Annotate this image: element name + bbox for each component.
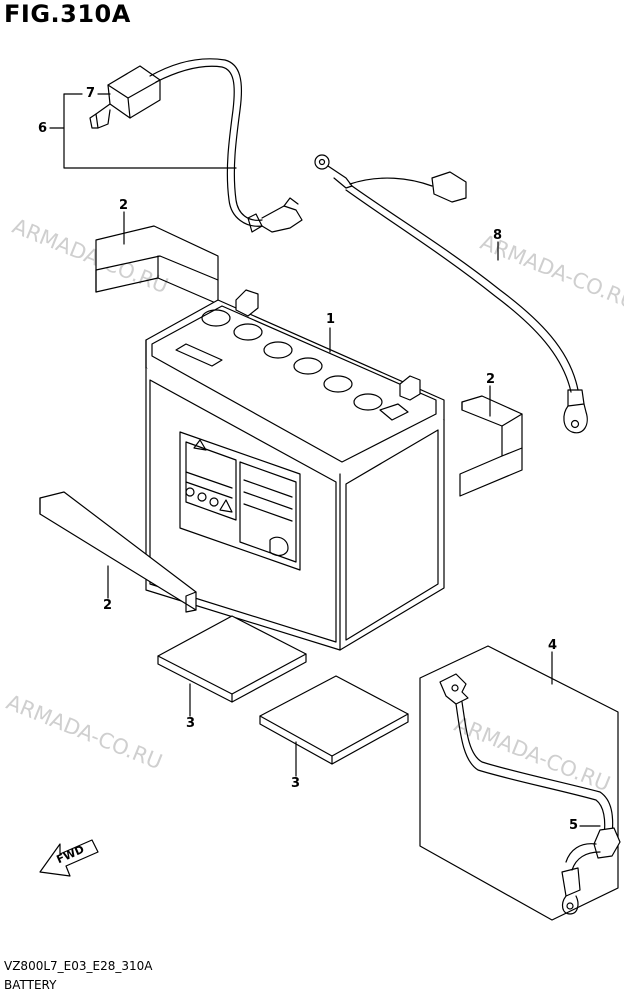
sheet-part-3-right bbox=[259, 675, 409, 765]
fwd-arrow-icon bbox=[39, 839, 99, 877]
negative-lead-part-4 bbox=[419, 645, 621, 921]
callout-number: 2 bbox=[119, 198, 129, 213]
sheet-part-3-left bbox=[157, 615, 307, 703]
pad-part-2-right bbox=[459, 395, 523, 497]
callout-number: 3 bbox=[291, 776, 301, 791]
pad-part-2-lower bbox=[39, 491, 197, 613]
callout-number: 2 bbox=[103, 598, 113, 613]
figure-title: FIG.310A bbox=[4, 0, 131, 28]
model-code: VZ800L7_E03_E28_310A bbox=[4, 959, 153, 973]
callout-number: 1 bbox=[326, 312, 336, 327]
callout-number: 2 bbox=[486, 372, 496, 387]
fuse-lead-part-6 bbox=[89, 58, 303, 233]
callout-number: 7 bbox=[86, 86, 96, 101]
pad-part-2-upper bbox=[95, 225, 219, 305]
terminal-lead-part-8 bbox=[314, 154, 588, 434]
callout-number: 6 bbox=[38, 121, 48, 136]
section-name: BATTERY bbox=[4, 978, 57, 992]
callout-number: 8 bbox=[493, 228, 503, 243]
callout-number: 5 bbox=[569, 818, 579, 833]
callout-number: 4 bbox=[548, 638, 558, 653]
battery-part-1 bbox=[145, 289, 445, 651]
callout-bracket-6 bbox=[63, 93, 237, 169]
callout-number: 3 bbox=[186, 716, 196, 731]
